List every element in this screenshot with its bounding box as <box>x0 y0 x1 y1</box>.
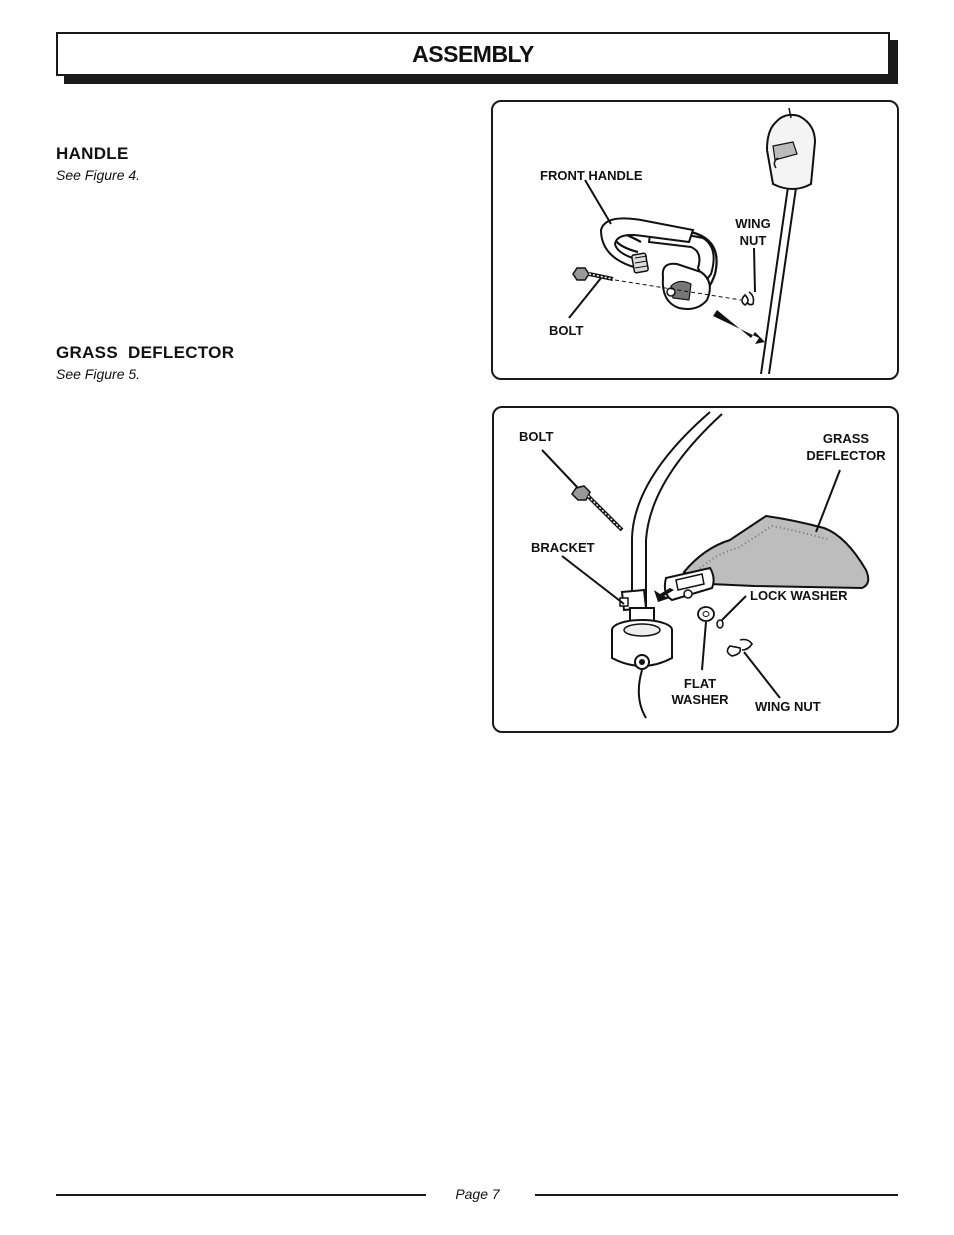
label-grass-deflector-line1: GRASS <box>823 431 870 446</box>
figure-4-illustration: FRONT HANDLE WING NUT BOLT <box>540 107 817 375</box>
handle-figure-ref: See Figure 4. <box>56 167 141 183</box>
figure-4-handle: FRONT HANDLE WING NUT BOLT <box>491 100 899 380</box>
label-flat-washer-line2: WASHER <box>671 692 729 707</box>
footer-rule-right <box>535 1194 898 1196</box>
label-bolt: BOLT <box>519 429 553 444</box>
label-bolt: BOLT <box>549 323 583 338</box>
label-wing-nut-line2: NUT <box>740 233 767 248</box>
figure-5-grass-deflector: BOLT GRASS DEFLECTOR BRACKET LOCK WASHER… <box>492 406 899 733</box>
page-title-box: ASSEMBLY <box>56 32 890 76</box>
label-front-handle: FRONT HANDLE <box>540 168 643 183</box>
grass-deflector-heading: GRASS DEFLECTOR <box>56 343 235 362</box>
grass-deflector-figure-ref: See Figure 5. <box>56 366 141 382</box>
figure-5-illustration: BOLT GRASS DEFLECTOR BRACKET LOCK WASHER… <box>519 411 886 719</box>
label-wing-nut: WING NUT <box>755 699 821 714</box>
label-lock-washer: LOCK WASHER <box>750 588 848 603</box>
handle-heading: HANDLE <box>56 144 129 163</box>
label-bracket: BRACKET <box>531 540 595 555</box>
label-grass-deflector-line2: DEFLECTOR <box>806 448 886 463</box>
page-number: Page 7 <box>455 1186 500 1202</box>
footer-rule-left <box>56 1194 426 1196</box>
label-wing-nut-line1: WING <box>735 216 770 231</box>
page-title: ASSEMBLY <box>412 40 534 67</box>
label-flat-washer-line1: FLAT <box>684 676 716 691</box>
